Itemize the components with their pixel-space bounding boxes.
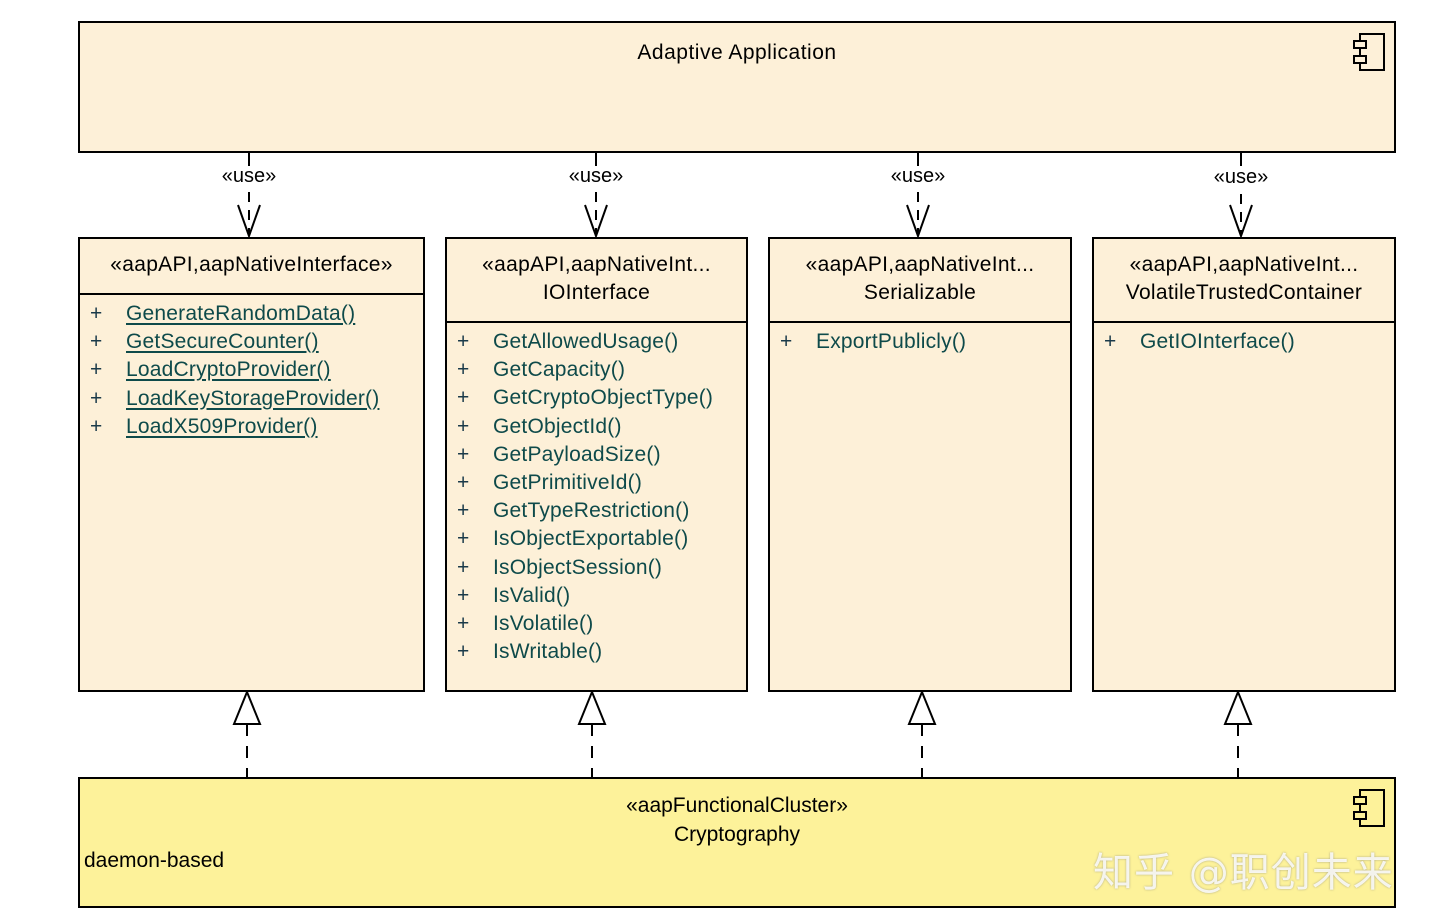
operations-list-4: + GetIOInterface() <box>1094 328 1394 356</box>
operation-item[interactable]: + GetPayloadSize() <box>447 441 746 469</box>
interface-box-2[interactable]: «aapAPI,aapNativeInt... IOInterface + Get… <box>445 237 748 692</box>
operation-name[interactable]: GetCapacity() <box>493 358 626 382</box>
operation-item[interactable]: + GetPrimitiveId() <box>447 469 746 497</box>
interface-box-3[interactable]: «aapAPI,aapNativeInt... Serializable + Ex… <box>768 237 1072 692</box>
operation-name[interactable]: LoadX509Provider() <box>126 414 318 438</box>
visibility-public: + <box>457 470 470 494</box>
visibility-public: + <box>90 302 103 325</box>
interface-stereotype: «aapAPI,aapNativeInt... <box>482 253 711 276</box>
use-dependency-3 <box>906 152 930 239</box>
use-label-2: «use» <box>568 165 624 187</box>
visibility-public: + <box>457 358 470 382</box>
operation-name[interactable]: GetObjectId() <box>493 414 622 438</box>
adaptive-application-title: Adaptive Application <box>637 41 837 64</box>
interface-name: IOInterface <box>542 281 651 304</box>
operation-name[interactable]: IsWritable() <box>493 640 603 664</box>
use-dependency-4 <box>1229 152 1253 239</box>
functional-cluster-note: daemon-based <box>84 849 225 872</box>
interface-header-3: «aapAPI,aapNativeInt... Serializable <box>770 239 1070 323</box>
interface-name: VolatileTrustedContainer <box>1125 281 1363 304</box>
operation-name[interactable]: ExportPublicly() <box>816 330 967 353</box>
visibility-public: + <box>457 611 470 635</box>
visibility-public: + <box>457 527 470 551</box>
operations-list-1: + GenerateRandomData() + GetSecureCounter(… <box>80 300 423 441</box>
interface-stereotype: «aapAPI,aapNativeInterface» <box>110 253 393 276</box>
interface-stereotype: «aapAPI,aapNativeInt... <box>805 253 1035 276</box>
operation-name[interactable]: GetCryptoObjectType() <box>493 386 714 410</box>
operation-name[interactable]: GetPayloadSize() <box>493 442 661 466</box>
use-label-4: «use» <box>1213 166 1269 188</box>
operation-item[interactable]: + IsWritable() <box>447 638 746 666</box>
operation-item[interactable]: + GetObjectId() <box>447 413 746 441</box>
operation-item[interactable]: + GetCapacity() <box>447 356 746 384</box>
interface-box-4[interactable]: «aapAPI,aapNativeInt... VolatileTrustedC… <box>1092 237 1396 692</box>
realization-1 <box>232 689 262 777</box>
operations-list-2: + GetAllowedUsage() + GetCapacity() + GetCr… <box>447 328 746 666</box>
operation-item[interactable]: + LoadX509Provider() <box>80 413 423 441</box>
operation-name[interactable]: GetSecureCounter() <box>126 330 319 354</box>
functional-cluster-name: Cryptography <box>673 823 801 846</box>
operation-item[interactable]: + IsObjectSession() <box>447 554 746 582</box>
functional-cluster-stereotype: «aapFunctionalCluster» <box>626 794 848 817</box>
operation-item[interactable]: + IsVolatile() <box>447 610 746 638</box>
operation-item[interactable]: + GetTypeRestriction() <box>447 497 746 525</box>
use-label-3: «use» <box>890 165 946 187</box>
interface-header-1: «aapAPI,aapNativeInterface» <box>80 239 423 295</box>
visibility-public: + <box>90 358 103 382</box>
use-dependency-1 <box>237 152 261 239</box>
visibility-public: + <box>457 414 470 438</box>
realization-3 <box>907 689 937 777</box>
component-icon <box>1353 789 1385 827</box>
operation-item[interactable]: + GetCryptoObjectType() <box>447 384 746 412</box>
operation-item[interactable]: + LoadKeyStorageProvider() <box>80 385 423 413</box>
visibility-public: + <box>457 386 470 410</box>
operation-item[interactable]: + GenerateRandomData() <box>80 300 423 328</box>
interface-name: Serializable <box>863 281 977 304</box>
realization-4 <box>1223 689 1253 777</box>
operation-item[interactable]: + ExportPublicly() <box>770 328 1070 356</box>
use-label-1: «use» <box>221 165 277 187</box>
realization-2 <box>577 689 607 777</box>
visibility-public: + <box>90 414 103 438</box>
visibility-public: + <box>457 583 470 607</box>
functional-cluster-component[interactable]: «aapFunctionalCluster» Cryptography daem… <box>78 777 1396 908</box>
visibility-public: + <box>780 330 793 353</box>
operation-name[interactable]: GetIOInterface() <box>1140 330 1295 353</box>
operation-name[interactable]: IsObjectExportable() <box>493 527 689 551</box>
operation-item[interactable]: + GetIOInterface() <box>1094 328 1394 356</box>
operation-name[interactable]: IsVolatile() <box>493 611 594 635</box>
operation-item[interactable]: + IsObjectExportable() <box>447 525 746 553</box>
watermark: 知乎 @职创未来 <box>1093 850 1394 896</box>
functional-cluster-title: «aapFunctionalCluster» Cryptography <box>80 791 1394 849</box>
operation-name[interactable]: GetAllowedUsage() <box>493 330 679 353</box>
interface-header-4: «aapAPI,aapNativeInt... VolatileTrustedC… <box>1094 239 1394 323</box>
interface-header-2: «aapAPI,aapNativeInt... IOInterface <box>447 239 746 323</box>
visibility-public: + <box>457 499 470 523</box>
operations-list-3: + ExportPublicly() <box>770 328 1070 356</box>
operation-item[interactable]: + LoadCryptoProvider() <box>80 356 423 384</box>
visibility-public: + <box>457 442 470 466</box>
operation-item[interactable]: + IsValid() <box>447 582 746 610</box>
visibility-public: + <box>457 555 470 579</box>
operation-name[interactable]: IsValid() <box>493 583 571 607</box>
operation-name[interactable]: GetPrimitiveId() <box>493 470 643 494</box>
operation-name[interactable]: IsObjectSession() <box>493 555 663 579</box>
interface-box-1[interactable]: «aapAPI,aapNativeInterface» + GenerateRan… <box>78 237 425 692</box>
operation-item[interactable]: + GetSecureCounter() <box>80 328 423 356</box>
visibility-public: + <box>1104 330 1117 353</box>
operation-name[interactable]: LoadCryptoProvider() <box>126 358 331 382</box>
operation-name[interactable]: LoadKeyStorageProvider() <box>126 386 380 410</box>
adaptive-application-component[interactable]: Adaptive Application <box>78 21 1396 153</box>
visibility-public: + <box>457 640 470 664</box>
use-dependency-2 <box>584 152 608 239</box>
visibility-public: + <box>90 386 103 410</box>
operation-name[interactable]: GetTypeRestriction() <box>493 499 690 523</box>
component-icon <box>1353 33 1385 71</box>
visibility-public: + <box>457 330 470 353</box>
interface-stereotype: «aapAPI,aapNativeInt... <box>1129 253 1359 276</box>
operation-name[interactable]: GenerateRandomData() <box>126 302 356 325</box>
visibility-public: + <box>90 330 103 354</box>
operation-item[interactable]: + GetAllowedUsage() <box>447 328 746 356</box>
